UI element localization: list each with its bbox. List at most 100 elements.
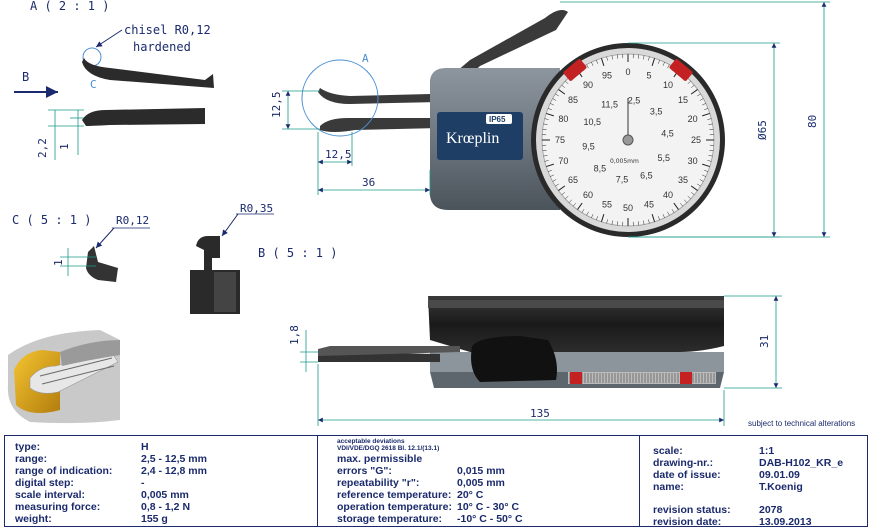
- dial-tick: [648, 56, 650, 61]
- spec-label-range: range:: [15, 453, 48, 465]
- dial-tick: [552, 98, 557, 101]
- dev-label-storage-temp: storage temperature:: [337, 513, 443, 525]
- spec-label-scale-interval: scale interval:: [15, 489, 86, 501]
- dial-tick: [550, 103, 554, 106]
- dial-tick: [683, 199, 688, 203]
- detail-b-title: B ( 5 : 1 ): [258, 246, 337, 260]
- dial-tick: [558, 185, 566, 191]
- dial-tick: [704, 169, 709, 172]
- spec-value-digital-step: -: [141, 477, 145, 489]
- dial-tick: [657, 216, 660, 221]
- dial-tick: [577, 202, 583, 210]
- dial-tick: [611, 220, 613, 225]
- dial-tick: [561, 84, 565, 88]
- dial-tick: [542, 150, 547, 152]
- dial-inner-number: 2,5: [628, 95, 641, 105]
- dial-tick: [546, 163, 554, 168]
- spec-value-scale-interval: 0,005 mm: [141, 489, 189, 501]
- dial-tick: [558, 89, 566, 95]
- dial-outer-number: 40: [663, 190, 673, 200]
- dial-outer-number: 65: [568, 175, 578, 185]
- spec-value-force: 0,8 - 1,2 N: [141, 501, 191, 513]
- info-label-drawing-nr: drawing-nr.:: [653, 457, 714, 469]
- dial-inner-number: 8,5: [594, 163, 607, 173]
- deviation-header: acceptable deviations: [337, 438, 405, 445]
- dial-outer-number: 30: [688, 156, 698, 166]
- title-block: type: H range: 2,5 - 12,5 mm range of in…: [4, 435, 868, 528]
- dial-outer-number: 20: [688, 114, 698, 124]
- chisel-label: chisel R0,12: [124, 23, 211, 37]
- dial-tick: [662, 62, 665, 66]
- technical-alterations-note: subject to technical alterations: [748, 419, 856, 428]
- dial-outer-number: 90: [583, 80, 593, 90]
- spec-value-type: H: [141, 441, 149, 453]
- tolerance-marker-right: [669, 59, 693, 81]
- dial-inner-number: 10,5: [583, 117, 601, 127]
- dev-label-repeatability: repeatability "r":: [337, 477, 420, 489]
- dim-12-5-horizontal: 12,5: [325, 148, 352, 161]
- dial-tick: [699, 179, 704, 182]
- dial-tick: [680, 203, 684, 207]
- dim-80: 80: [806, 115, 819, 128]
- dial-tick: [702, 103, 706, 106]
- dial-tick: [643, 55, 645, 60]
- dim-1-c: 1: [52, 259, 65, 266]
- deviations-column: acceptable deviations VDI/VDE/DGQ 2618 B…: [317, 436, 640, 526]
- deviation-max: max. permissible: [337, 453, 423, 465]
- dial-inner-number: 4,5: [661, 128, 674, 138]
- dial-tick: [673, 202, 679, 210]
- info-value-date-issue: 09.01.09: [759, 469, 800, 481]
- dial-tick: [555, 183, 559, 187]
- dial-outer-number: 35: [678, 175, 688, 185]
- info-value-drawing-nr: DAB-H102_KR_e: [759, 457, 844, 469]
- dial-tick: [606, 56, 608, 61]
- detail-a-circle: [301, 59, 379, 137]
- dim-31: 31: [758, 335, 771, 348]
- tolerance-marker-left: [563, 59, 587, 81]
- dial-tick: [709, 128, 714, 130]
- marker-a: A: [362, 52, 369, 65]
- dim-1-a: 1: [58, 143, 71, 150]
- dial-outer-number: 80: [558, 114, 568, 124]
- specs-column: type: H range: 2,5 - 12,5 mm range of in…: [5, 436, 318, 526]
- dial-tick: [611, 55, 613, 60]
- dial-tick: [616, 221, 618, 226]
- drawing-info-column: scale: 1:1 drawing-nr.: DAB-H102_KR_e da…: [639, 436, 867, 528]
- dev-value-ref-temp: 20° C: [457, 489, 484, 501]
- dial-tick: [561, 192, 565, 196]
- dial-outer-number: 85: [568, 95, 578, 105]
- marker-c: C: [90, 78, 97, 91]
- dim-135: 135: [530, 407, 550, 420]
- dial-tick: [596, 59, 599, 64]
- dev-label-ref-temp: reference temperature:: [337, 489, 452, 501]
- dial-tick: [547, 169, 552, 172]
- dial-tick: [565, 80, 569, 85]
- dial-outer-number: 15: [678, 95, 688, 105]
- spec-value-range: 2,5 - 12,5 mm: [141, 453, 207, 465]
- dial-tick: [552, 179, 557, 182]
- dial-tick: [697, 93, 701, 97]
- dial-tick: [586, 211, 589, 216]
- dial-tick: [690, 89, 698, 95]
- info-value-name: T.Koenig: [759, 481, 803, 493]
- dev-label-errors: errors "G":: [337, 465, 392, 477]
- dev-label-op-temp: operation temperature:: [337, 501, 452, 513]
- dial-outer-number: 50: [623, 203, 633, 213]
- dim-1-8: 1,8: [288, 325, 301, 345]
- info-value-scale: 1:1: [759, 445, 775, 457]
- dial-tick: [704, 108, 709, 111]
- dial-outer-number: 45: [644, 200, 654, 210]
- dev-value-repeatability: 0,005 mm: [457, 477, 505, 489]
- dial-tick: [651, 58, 656, 66]
- dial-inner-number: 5,5: [658, 153, 671, 163]
- tip-c: [86, 246, 118, 282]
- dial-tick: [616, 54, 618, 59]
- dial-tick: [667, 211, 670, 216]
- dial-tick: [581, 209, 585, 213]
- dial-outer-number: 60: [583, 190, 593, 200]
- dial-outer-number: 95: [602, 70, 612, 80]
- ip-rating: IP65: [489, 115, 506, 124]
- dial-tick: [543, 123, 548, 125]
- dial-inner-number: 6,5: [640, 171, 653, 181]
- arm-upper: [82, 58, 214, 88]
